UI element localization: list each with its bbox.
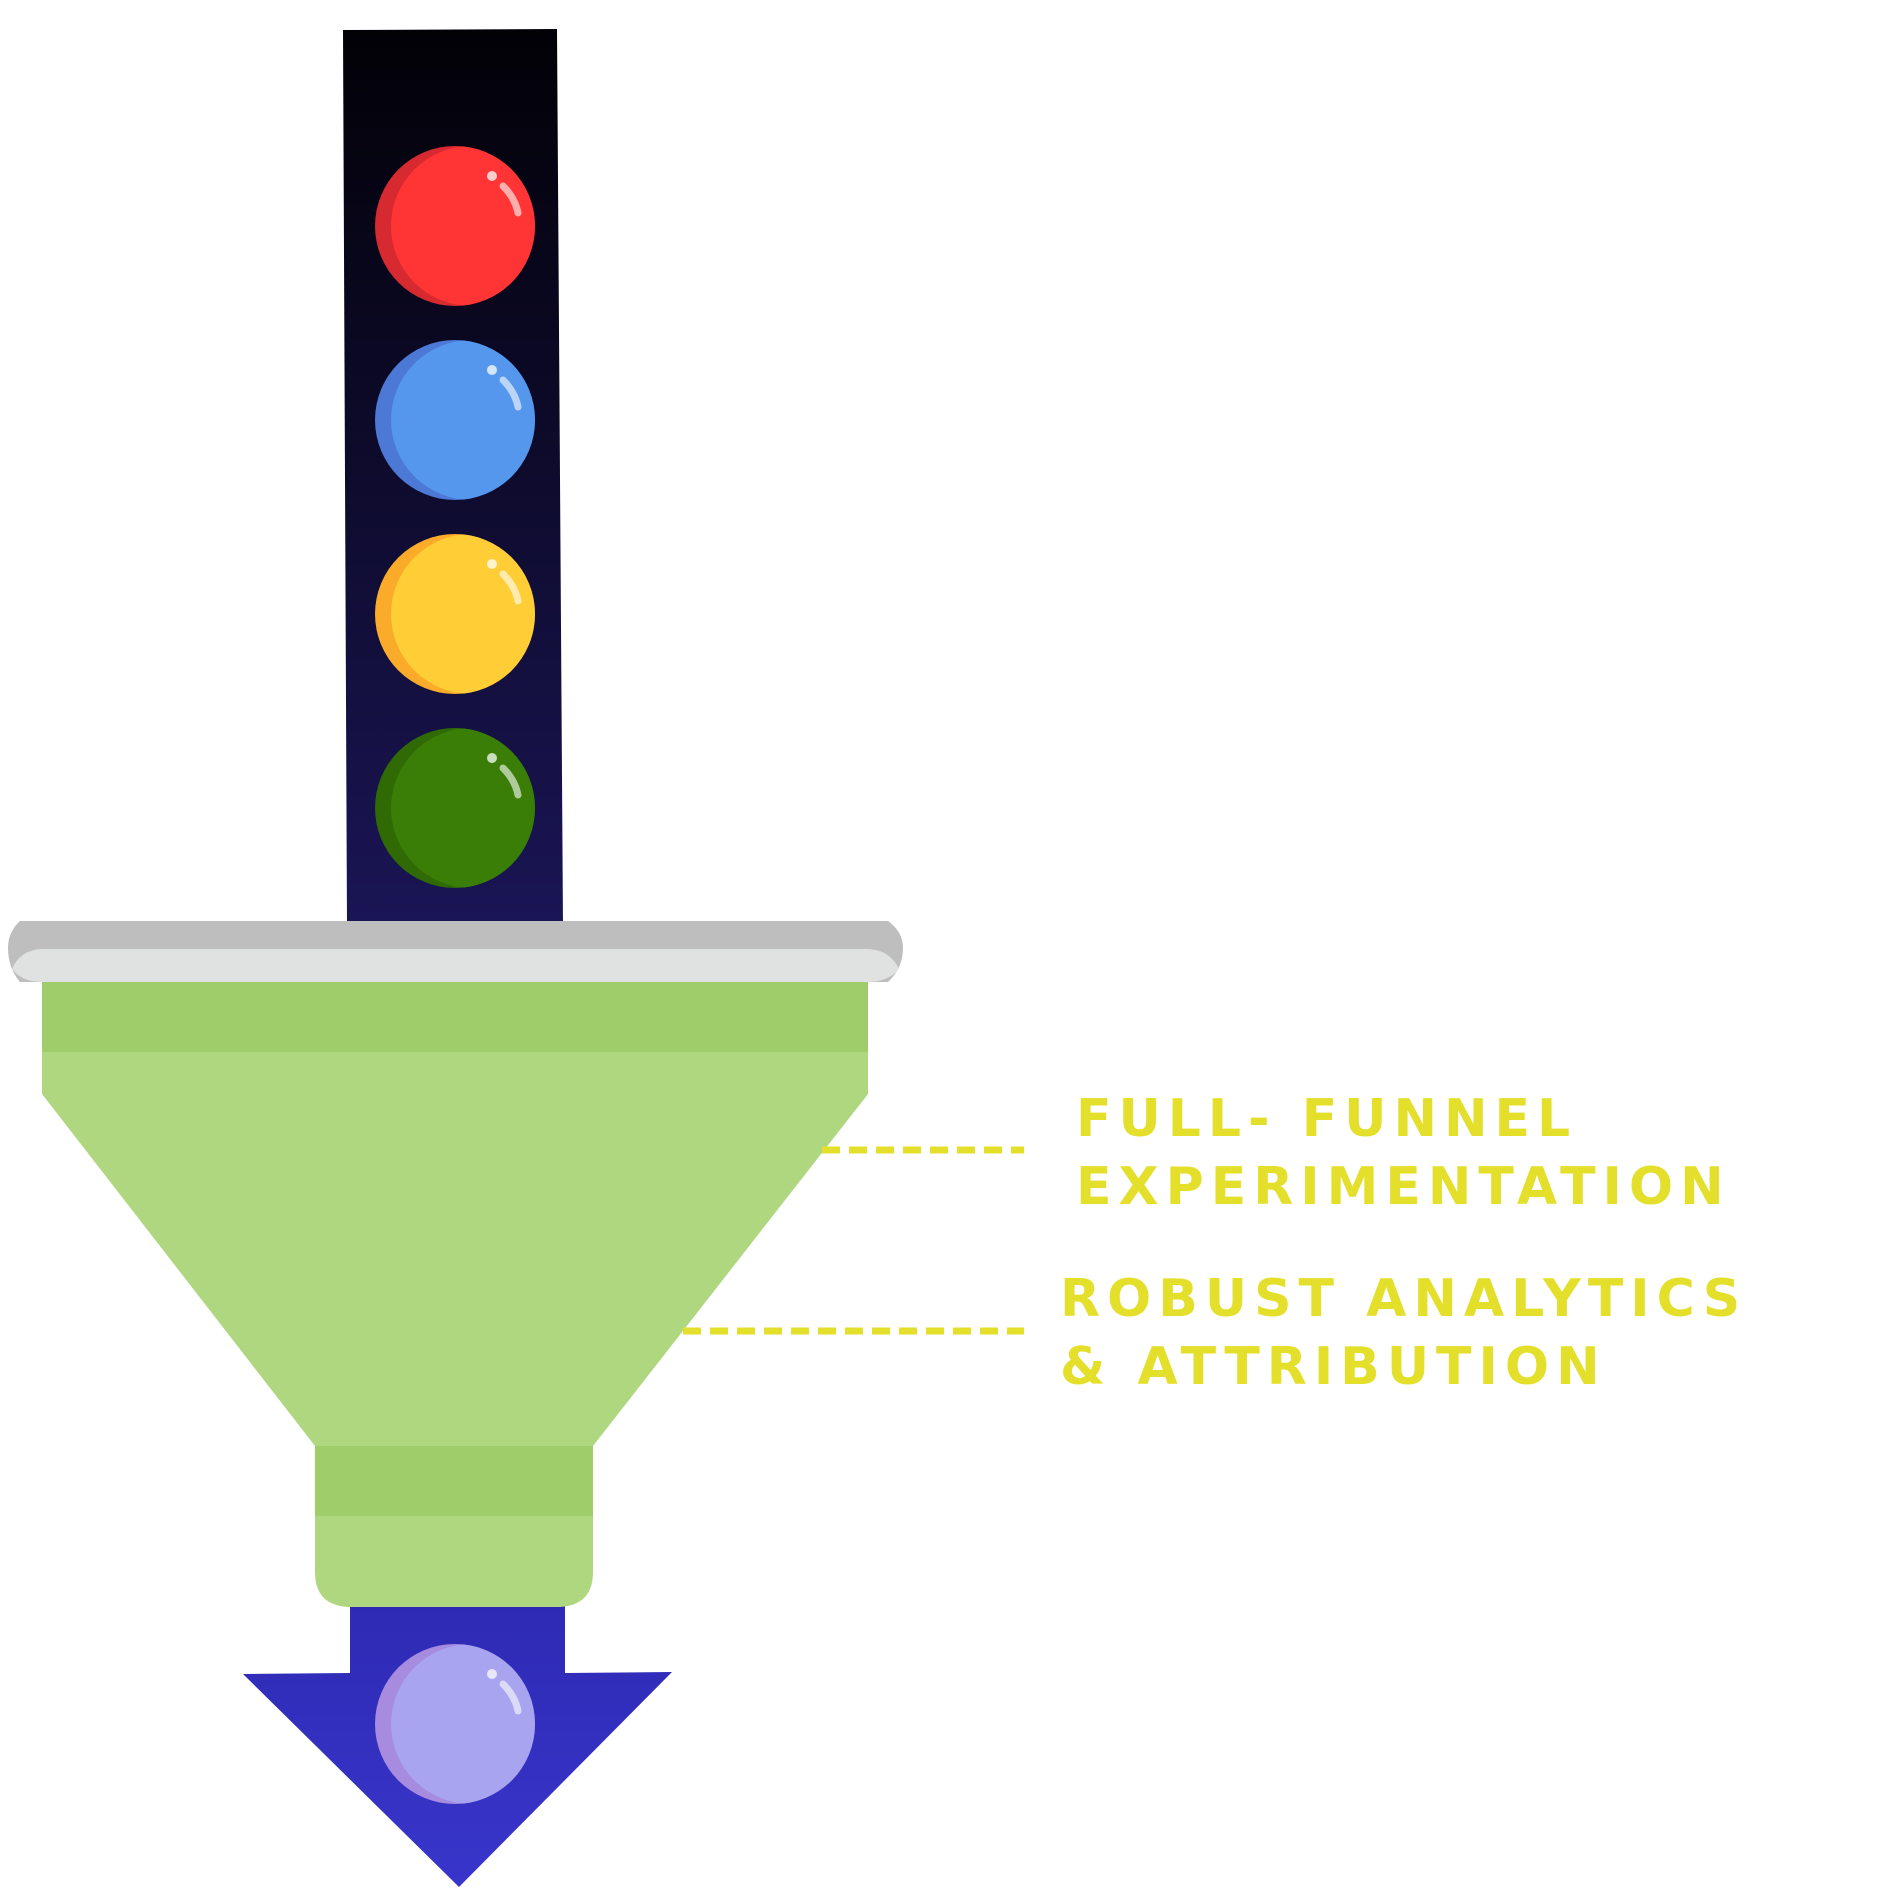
label-2-line-2: & ATTRIBUTION [1060, 1337, 1607, 1397]
ball-highlight-arc [499, 570, 522, 605]
red-ball-icon [375, 146, 535, 306]
ball-highlight-arc [499, 182, 522, 217]
funnel-spout [315, 1516, 593, 1607]
label-1-line-1: FULL- FUNNEL [1076, 1089, 1578, 1149]
ball-highlight-dot [487, 171, 497, 181]
funnel-band-bottom [315, 1446, 593, 1516]
ball-highlight-dot [487, 1669, 497, 1679]
ball-highlight-arc [499, 764, 522, 799]
funnel-band-top [42, 982, 868, 1052]
purple-ball-icon [375, 1644, 535, 1804]
funnel-cone [42, 1052, 868, 1446]
funnel-rim-highlight [12, 949, 899, 982]
label-1-line-2: EXPERIMENTATION [1076, 1157, 1731, 1217]
ball-highlight-arc [499, 376, 522, 411]
ball-highlight-arc [499, 1680, 522, 1715]
ball-highlight-dot [487, 753, 497, 763]
blue-ball-icon [375, 340, 535, 500]
label-2-line-1: ROBUST ANALYTICS [1060, 1269, 1748, 1329]
ball-highlight-dot [487, 559, 497, 569]
ball-highlight-dot [487, 365, 497, 375]
full-funnel-experimentation-label: FULL- FUNNEL EXPERIMENTATION [1076, 1085, 1731, 1221]
green-ball-icon [375, 728, 535, 888]
yellow-ball-icon [375, 534, 535, 694]
funnel-icon [8, 921, 903, 1607]
robust-analytics-attribution-label: ROBUST ANALYTICS & ATTRIBUTION [1060, 1265, 1747, 1401]
